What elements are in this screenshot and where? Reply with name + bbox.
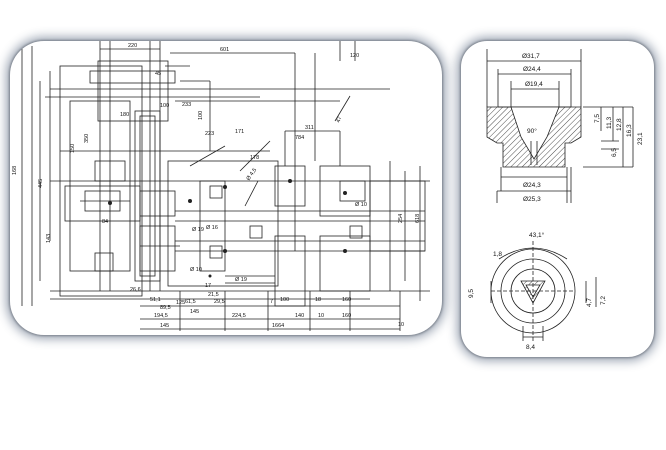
dim-label: 100 (280, 297, 289, 303)
dim-label: Ø 16 (206, 225, 218, 231)
dim-label: 171 (235, 129, 244, 135)
dim-label: 16,3 (626, 124, 633, 137)
dim-label: 7 (270, 299, 273, 305)
dim-label: 51,1 (150, 297, 161, 303)
dim-label: 10 (398, 322, 404, 328)
dim-label: 26,6 (130, 287, 141, 293)
dim-label: 784 (295, 135, 304, 141)
assembly-drawing: 220 120 601 168 445 150 350 143 223 311 … (12, 41, 430, 331)
dim-label: 445 (38, 179, 44, 188)
dim-label: 601 (220, 47, 229, 53)
dim-label: 178 (250, 155, 259, 161)
dim-label: 145 (160, 323, 169, 329)
end-view (490, 241, 597, 341)
dim-label: 23,1 (637, 132, 644, 145)
dim-label: Ø 19 (192, 227, 204, 233)
dim-label: 233 (182, 102, 191, 108)
angle-label: 43,1° (529, 231, 545, 239)
dim-label: 45 (155, 71, 161, 77)
dim-label: 4,7 (586, 298, 593, 307)
dim-label: 120 (350, 53, 359, 59)
nozzle-detail-drawing: Ø31,7 Ø24,4 Ø19,4 90° 7,5 11,3 12,8 16,3… (468, 49, 644, 351)
dim-label: 6,5 (611, 148, 618, 157)
dim-label: 8,4 (526, 344, 535, 351)
dim-label: Ø25,3 (523, 196, 541, 203)
dim-label: 145 (190, 309, 199, 315)
dim-label: 84 (102, 219, 108, 225)
dim-label: 100 (160, 103, 169, 109)
dim-label: 143 (46, 234, 52, 243)
dim-label: 180 (120, 112, 129, 118)
dim-label: 61,5 (185, 299, 196, 305)
dim-label: Ø 19 (235, 277, 247, 283)
dim-label: 89,5 (160, 305, 171, 311)
dim-label: Ø 4,5 (246, 167, 259, 181)
dim-label: 223 (205, 131, 214, 137)
dim-label: 9,5 (468, 289, 475, 298)
dim-label: 160 (342, 313, 351, 319)
dim-label: 1664 (272, 323, 284, 329)
dim-label: 125 (176, 300, 185, 306)
dim-label: 220 (128, 43, 137, 49)
dim-label: 618 (415, 214, 421, 223)
dim-label: 194,5 (154, 313, 168, 319)
dim-label: Ø 10 (190, 267, 202, 273)
section-view (486, 49, 634, 203)
dim-label: 224,5 (232, 313, 246, 319)
dim-label: 12,8 (616, 118, 623, 131)
dim-label: 168 (12, 166, 18, 175)
dim-label: Ø24,3 (523, 182, 541, 189)
dim-label: 311 (305, 125, 314, 131)
dim-label: 350 (84, 134, 90, 143)
dim-label: Ø24,4 (523, 66, 541, 73)
dim-label: 7,2 (600, 296, 607, 305)
dim-label: 47 (336, 116, 344, 124)
dim-label: 7,5 (594, 114, 601, 123)
dim-label: 11,3 (606, 116, 613, 129)
assembly-drawing-panel: 220 120 601 168 445 150 350 143 223 311 … (10, 41, 442, 335)
dim-label: 150 (70, 144, 76, 153)
dim-label: 140 (295, 313, 304, 319)
dim-label: 1,8 (493, 251, 502, 258)
dim-label: 17 (205, 283, 211, 289)
dim-label: 160 (342, 297, 351, 303)
dim-label: 18 (315, 297, 321, 303)
angle-label: 90° (527, 127, 537, 135)
dim-label: Ø 10 (355, 202, 367, 208)
dim-label: Ø31,7 (522, 53, 540, 60)
dim-label: 254 (398, 214, 404, 223)
dim-label: 100 (198, 111, 204, 120)
dim-label: Ø19,4 (525, 81, 543, 88)
nozzle-detail-panel: Ø31,7 Ø24,4 Ø19,4 90° 7,5 11,3 12,8 16,3… (461, 41, 654, 357)
dim-label: 21,5 (208, 292, 219, 298)
dim-label: 29,5 (214, 299, 225, 305)
dim-label: 10 (318, 313, 324, 319)
